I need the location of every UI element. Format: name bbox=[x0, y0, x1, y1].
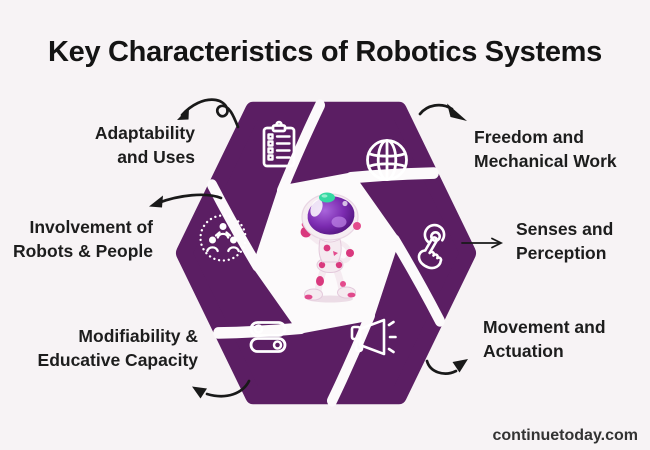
label-movement-and-actuation: Movement and Actuation bbox=[483, 317, 606, 362]
clipboard-checklist-icon bbox=[262, 120, 296, 168]
curved-arrow-bottom-right bbox=[425, 359, 468, 375]
label-involvement-of-robots-people: Involvement of Robots & People bbox=[12, 217, 153, 262]
arrows-layer bbox=[149, 98, 504, 399]
curved-arrow-top-right bbox=[418, 103, 467, 121]
straight-arrow-middle-right bbox=[461, 237, 504, 249]
people-network-icon bbox=[199, 214, 247, 262]
curved-arrow-top-left bbox=[177, 98, 240, 129]
label-senses-and-perception: Senses and Perception bbox=[516, 219, 614, 264]
robot-mascot bbox=[300, 192, 361, 303]
megaphone-icon bbox=[350, 318, 397, 356]
label-adaptability-and-uses: Adaptability and Uses bbox=[94, 123, 195, 168]
page-title: Key Characteristics of Robotics Systems bbox=[47, 36, 602, 68]
touch-gesture-icon bbox=[417, 223, 446, 270]
globe-icon bbox=[366, 139, 408, 181]
toggle-switches-icon bbox=[249, 321, 287, 353]
watermark-text: continuetoday.com bbox=[492, 427, 639, 444]
label-freedom-and-mechanical-work: Freedom and Mechanical Work bbox=[474, 127, 617, 172]
curved-arrow-middle-left bbox=[149, 193, 223, 208]
curved-arrow-bottom-left bbox=[192, 379, 251, 399]
label-modifiability-educative-capacity: Modifiability & Educative Capacity bbox=[37, 326, 198, 371]
